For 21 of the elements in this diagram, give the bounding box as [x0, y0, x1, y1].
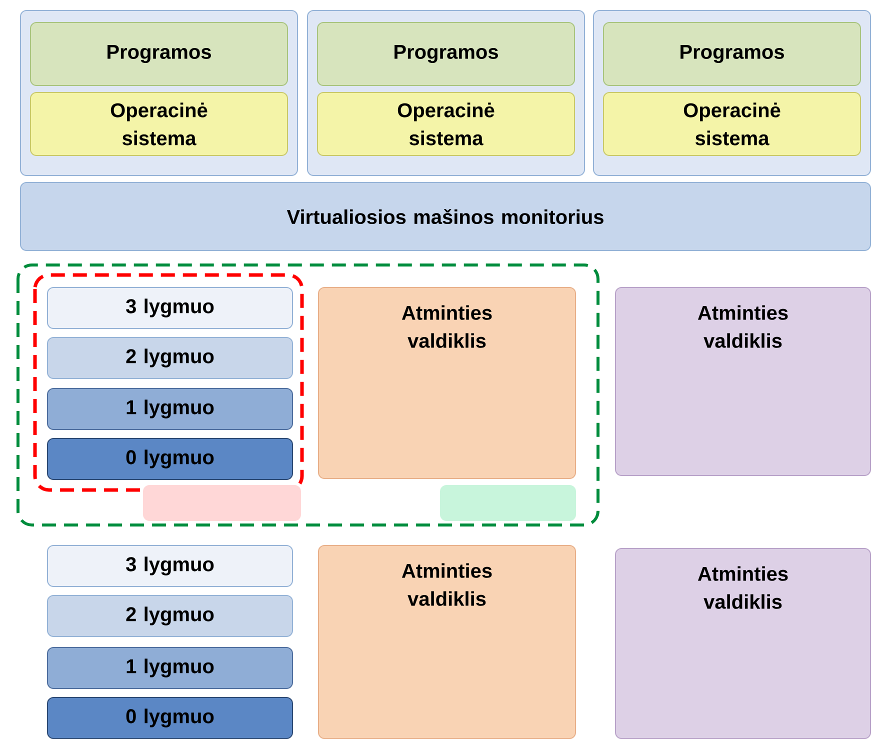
level-bar: 3 lygmuo	[47, 287, 293, 329]
level-bar: 0 lygmuo	[47, 438, 293, 480]
level-bar: 0 lygmuo	[47, 697, 293, 739]
memory-controller-box: Atminties valdiklis	[615, 548, 871, 739]
programs-box: Programos	[30, 22, 288, 86]
os-box: Operacinė sistema	[30, 92, 288, 156]
memory-controller-box: Atminties valdiklis	[318, 287, 576, 479]
memory-controller-box: Atminties valdiklis	[318, 545, 576, 739]
os-box: Operacinė sistema	[317, 92, 575, 156]
memory-controller-box: Atminties valdiklis	[615, 287, 871, 476]
monitor-bar: Virtualiosios mašinos monitorius	[20, 182, 871, 251]
programs-box: Programos	[317, 22, 575, 86]
tag-box	[440, 485, 576, 521]
programs-box: Programos	[603, 22, 861, 86]
level-bar: 1 lygmuo	[47, 647, 293, 689]
tag-box	[143, 485, 301, 521]
level-bar: 2 lygmuo	[47, 595, 293, 637]
level-bar: 3 lygmuo	[47, 545, 293, 587]
os-box: Operacinė sistema	[603, 92, 861, 156]
level-bar: 2 lygmuo	[47, 337, 293, 379]
level-bar: 1 lygmuo	[47, 388, 293, 430]
